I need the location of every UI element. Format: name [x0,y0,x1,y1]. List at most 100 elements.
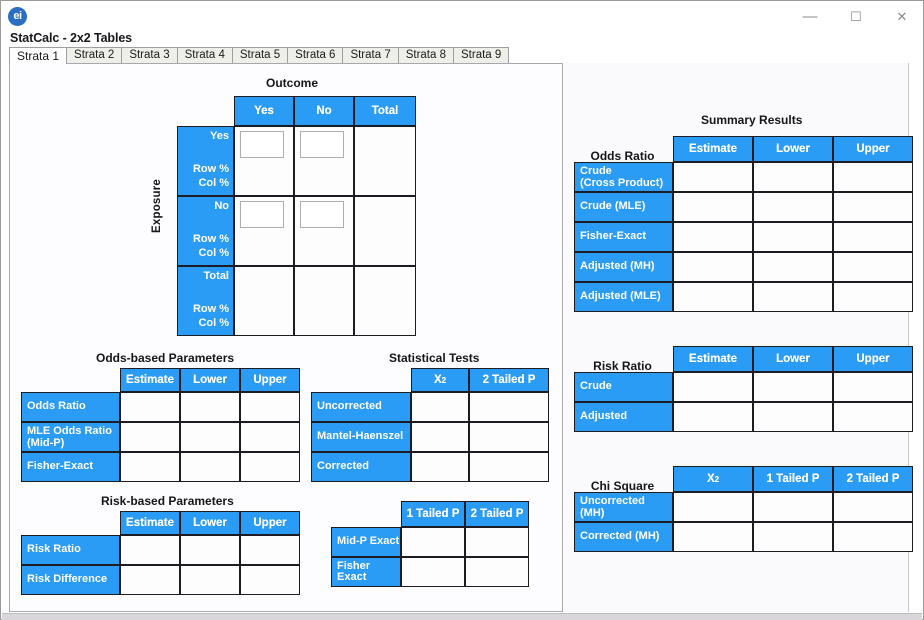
summary-chi-square-col-header-2-tailed-p: 2 Tailed P [833,466,913,492]
summary-odds-ratio-row: Adjusted (MH) [574,252,913,282]
two-by-two-cell-r1c2[interactable] [294,126,354,196]
two-by-two-cell-r3c1 [234,266,294,336]
row-label-text: Fisher-Exact [580,230,647,243]
tab-strata-2[interactable]: Strata 2 [66,47,123,63]
two-by-two-input-r1c1[interactable] [240,131,284,158]
summary-risk-ratio-cell-r1c3 [833,372,913,402]
summary-chi-square-row: Uncorrected(MH) [574,492,913,522]
summary-odds-ratio-corner-spacer [574,136,673,162]
maximize-button[interactable]: ☐ [833,1,879,32]
two-by-two-cell-r1c1[interactable] [234,126,294,196]
two-by-two-input-r1c2[interactable] [300,131,344,158]
exact-tests-cell-r2c1 [401,557,465,587]
odds-based-row: MLE Odds Ratio(Mid-P) [21,422,300,452]
summary-odds-ratio-cell-r5c2 [753,282,833,312]
row-label-text: Fisher Exact [337,559,371,583]
statistical-tests-row: Corrected [311,452,549,482]
summary-chi-square-cell-r2c1 [673,522,753,552]
summary-chi-square-row-label-corrected-mh: Corrected (MH) [574,522,673,552]
statistical-tests-cell-r1c2 [469,392,549,422]
summary-chi-square-cell-r1c3 [833,492,913,522]
exact-tests-cell-r1c1 [401,527,465,557]
odds-based-parameters-title: Odds-based Parameters [96,351,235,365]
risk-based-parameters-title: Risk-based Parameters [101,494,234,508]
risk-based-row: Risk Ratio [21,535,300,565]
summary-odds-ratio-cell-r5c3 [833,282,913,312]
row-label-text: Uncorrected(MH) [580,495,645,519]
summary-odds-ratio-row: Fisher-Exact [574,222,913,252]
two-by-two-cell-r2c1[interactable] [234,196,294,266]
two-by-two-cell-r2c2[interactable] [294,196,354,266]
summary-chi-square-cell-r2c2 [753,522,833,552]
app-icon: ei [8,7,27,26]
tab-label: Strata 6 [295,49,336,61]
summary-odds-ratio-row: Crude(Cross Product) [574,162,913,192]
tab-strata-8[interactable]: Strata 8 [397,47,454,63]
risk-based-cell-r2c2 [180,565,240,595]
tab-strata-3[interactable]: Strata 3 [121,47,178,63]
tab-label: Strata 9 [461,49,502,61]
risk-based-col-header-upper: Upper [240,511,300,535]
summary-odds-ratio-cell-r3c1 [673,222,753,252]
odds-based-cell-r1c2 [180,392,240,422]
two-by-two-corner-spacer [177,96,234,126]
odds-based-cell-r3c2 [180,452,240,482]
row-header-primary: No [214,200,229,212]
odds-based-col-header-estimate: Estimate [120,368,180,392]
row-label-text: Adjusted (MH) [580,260,655,273]
summary-risk-ratio-row: Crude [574,372,913,402]
row-label-text: Uncorrected [317,400,382,413]
odds-based-col-header-lower: Lower [180,368,240,392]
odds-based-cell-r3c1 [120,452,180,482]
tab-strata-6[interactable]: Strata 6 [287,47,344,63]
odds-based-row-label-odds-ratio: Odds Ratio [21,392,120,422]
row-header-row-pct: Row % [192,303,229,315]
row-header-col-pct: Col % [198,177,229,189]
exact-tests-row-label-fisher-exact: Fisher Exact [331,557,401,587]
odds-based-corner-spacer [21,368,120,392]
summary-odds-ratio-cell-r4c2 [753,252,833,282]
two-by-two-input-r2c1[interactable] [240,201,284,228]
statistical-tests-cell-r3c2 [469,452,549,482]
two-by-two-cell-r1c3 [354,126,416,196]
summary-risk-ratio-col-header-upper: Upper [833,346,913,372]
tab-label: Strata 7 [350,49,391,61]
summary-risk-ratio-col-header-estimate: Estimate [673,346,753,372]
summary-odds-ratio-row-label-fisher-exact: Fisher-Exact [574,222,673,252]
summary-odds-ratio-cell-r2c3 [833,192,913,222]
tab-strata-9[interactable]: Strata 9 [453,47,510,63]
row-header-col-pct: Col % [198,317,229,329]
summary-odds-ratio-cell-r1c2 [753,162,833,192]
odds-based-cell-r1c3 [240,392,300,422]
row-label-text: Corrected (MH) [580,530,660,543]
summary-risk-ratio-corner-spacer [574,346,673,372]
minimize-button[interactable]: — [787,1,833,32]
window-bottom-strip [2,613,922,620]
tab-strata-5[interactable]: Strata 5 [231,47,289,63]
tab-strata-1[interactable]: Strata 1 [9,47,68,64]
tab-strata-4[interactable]: Strata 4 [176,47,233,63]
statistical-tests-cell-r2c1 [411,422,469,452]
exact-tests-cell-r2c2 [465,557,529,587]
two-by-two-input-r2c2[interactable] [300,201,344,228]
summary-odds-ratio-cell-r2c2 [753,192,833,222]
statistical-tests-col-header-2-tailed-p: 2 Tailed P [469,368,549,392]
summary-odds-ratio-cell-r3c2 [753,222,833,252]
summary-chi-square-row-label-uncorrected: Uncorrected(MH) [574,492,673,522]
summary-risk-ratio-label: Risk Ratio [593,359,652,373]
exact-tests-corner-spacer [331,501,401,527]
exact-tests-cell-r1c2 [465,527,529,557]
close-button[interactable]: ✕ [879,1,924,32]
summary-chi-square-cell-r1c2 [753,492,833,522]
row-label-line1: Crude [580,165,612,177]
tab-strata-7[interactable]: Strata 7 [342,47,399,63]
